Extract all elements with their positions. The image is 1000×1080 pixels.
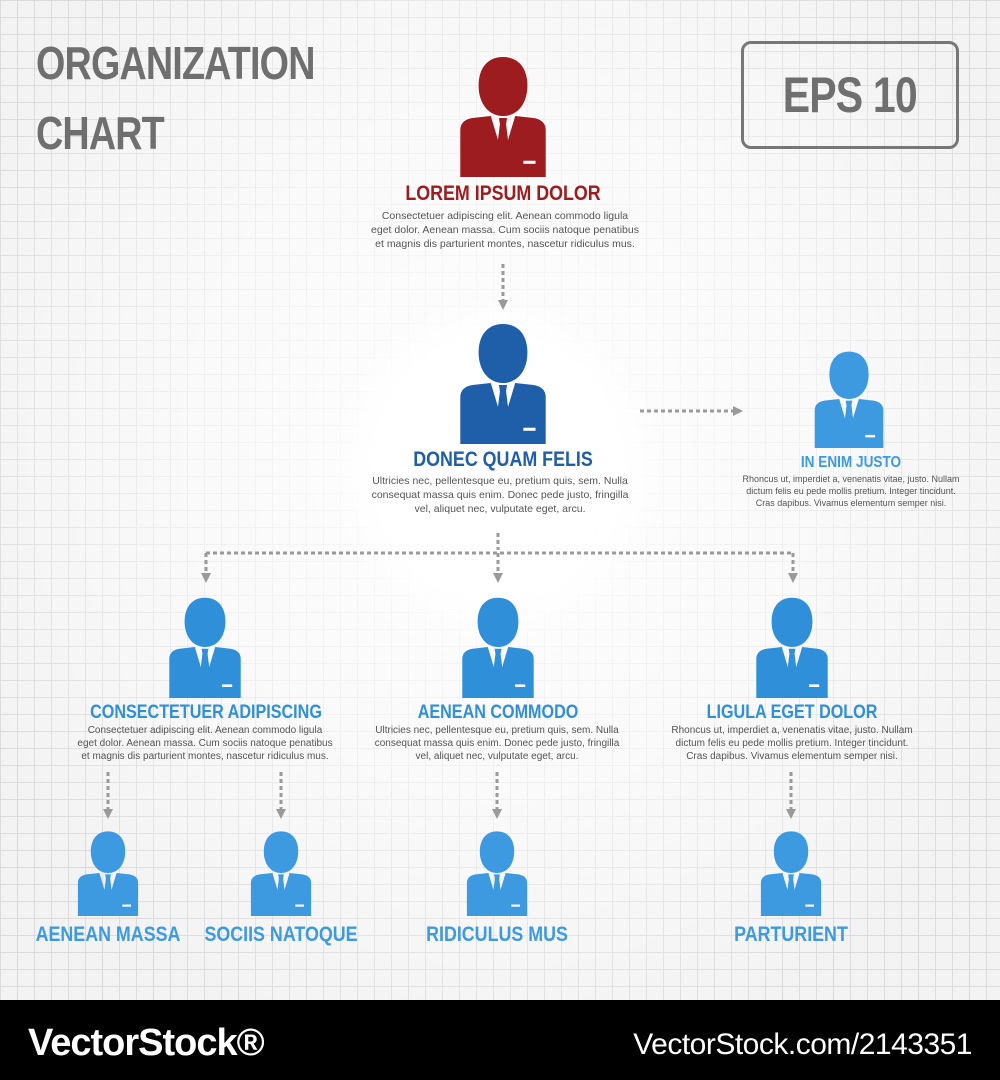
node-name-center: AENEAN COMMODO [417,702,579,723]
desc-line: consequat massa quis enim. Donec pede ju… [374,738,620,749]
node-name-leaf2: SOCIIS NATOQUE [204,923,358,946]
node-name-leaf4: PARTURIENT [734,923,848,946]
watermark-url: VectorStock.com/2143351 [633,1028,972,1061]
node-name-manager: DONEC QUAM FELIS [413,448,593,471]
watermark-brand: VectorStock® [28,1022,265,1064]
person-icon-center [455,596,541,698]
desc-line: Cras dapibus. Vivamus elementum semper n… [686,751,898,762]
desc-line: vel, aliquet nec, vulputate eget, arcu. [415,751,579,762]
connectors [103,264,798,819]
node-name-right: LIGULA EGET DOLOR [706,702,878,723]
node-name-top: LOREM IPSUM DOLOR [405,182,601,205]
node-desc-manager: Ultricies nec, pellentesque eu, pretium … [372,474,629,516]
node-desc-right: Rhoncus ut, imperdiet a, venenatis vitae… [671,724,912,763]
desc-line: Consectetuer adipiscing elit. Aenean com… [381,210,629,222]
person-icon-leaf3 [461,830,533,916]
desc-line: dictum felis eu pede mollis pretium. Int… [746,486,956,496]
person-icon-assistant [808,350,890,448]
chart-title-line1: ORGANIZATION [36,37,315,89]
node-desc-center: Ultricies nec, pellentesque eu, pretium … [375,724,620,763]
desc-line: Rhoncus ut, imperdiet a, venenatis vitae… [671,725,913,736]
desc-line: dictum felis eu pede mollis pretium. Int… [675,738,909,749]
person-icon-manager [452,322,554,444]
desc-line: vel, aliquet nec, vulputate eget, arcu. [414,503,586,515]
person-icon-left [162,596,248,698]
person-icon-leaf1 [72,830,144,916]
desc-line: Cras dapibus. Vivamus elementum semper n… [755,498,947,508]
person-icon-right [749,596,835,698]
person-icon-top [452,55,554,177]
node-name-left: CONSECTETUER ADIPISCING [90,702,322,723]
node-name-leaf3: RIDICULUS MUS [426,923,568,946]
desc-line: Ultricies nec, pellentesque eu, pretium … [375,725,619,736]
person-icon-leaf2 [245,830,317,916]
desc-line: Rhoncus ut, imperdiet a, venenatis vitae… [742,474,960,484]
node-name-assistant: IN ENIM JUSTO [800,454,902,471]
watermark-bar: VectorStock® VectorStock.com/2143351 [0,1000,1000,1080]
node-desc-top: Consectetuer adipiscing elit. Aenean com… [371,209,639,251]
desc-line: eget dolor. Aenean massa. Cum sociis nat… [77,738,333,749]
chart-title-line2: CHART [36,107,165,159]
desc-line: eget dolor. Aenean massa. Cum sociis nat… [371,224,639,236]
person-icon-leaf4 [755,830,827,916]
desc-line: Ultricies nec, pellentesque eu, pretium … [372,475,628,487]
desc-line: et magnis dis parturient montes, nascetu… [375,238,635,250]
eps-badge: EPS 10 [741,41,959,149]
desc-line: Consectetuer adipiscing elit. Aenean com… [87,725,323,736]
desc-line: et magnis dis parturient montes, nascetu… [81,751,329,762]
node-desc-assistant: Rhoncus ut, imperdiet a, venenatis vitae… [742,473,959,509]
desc-line: consequat massa quis enim. Donec pede ju… [371,489,629,501]
node-name-leaf1: AENEAN MASSA [35,923,181,946]
org-chart-canvas: ORGANIZATION CHART EPS 10 LOREM IPSUM DO… [0,0,1000,1000]
eps-badge-label: EPS 10 [782,67,918,123]
node-desc-left: Consectetuer adipiscing elit. Aenean com… [77,724,332,763]
